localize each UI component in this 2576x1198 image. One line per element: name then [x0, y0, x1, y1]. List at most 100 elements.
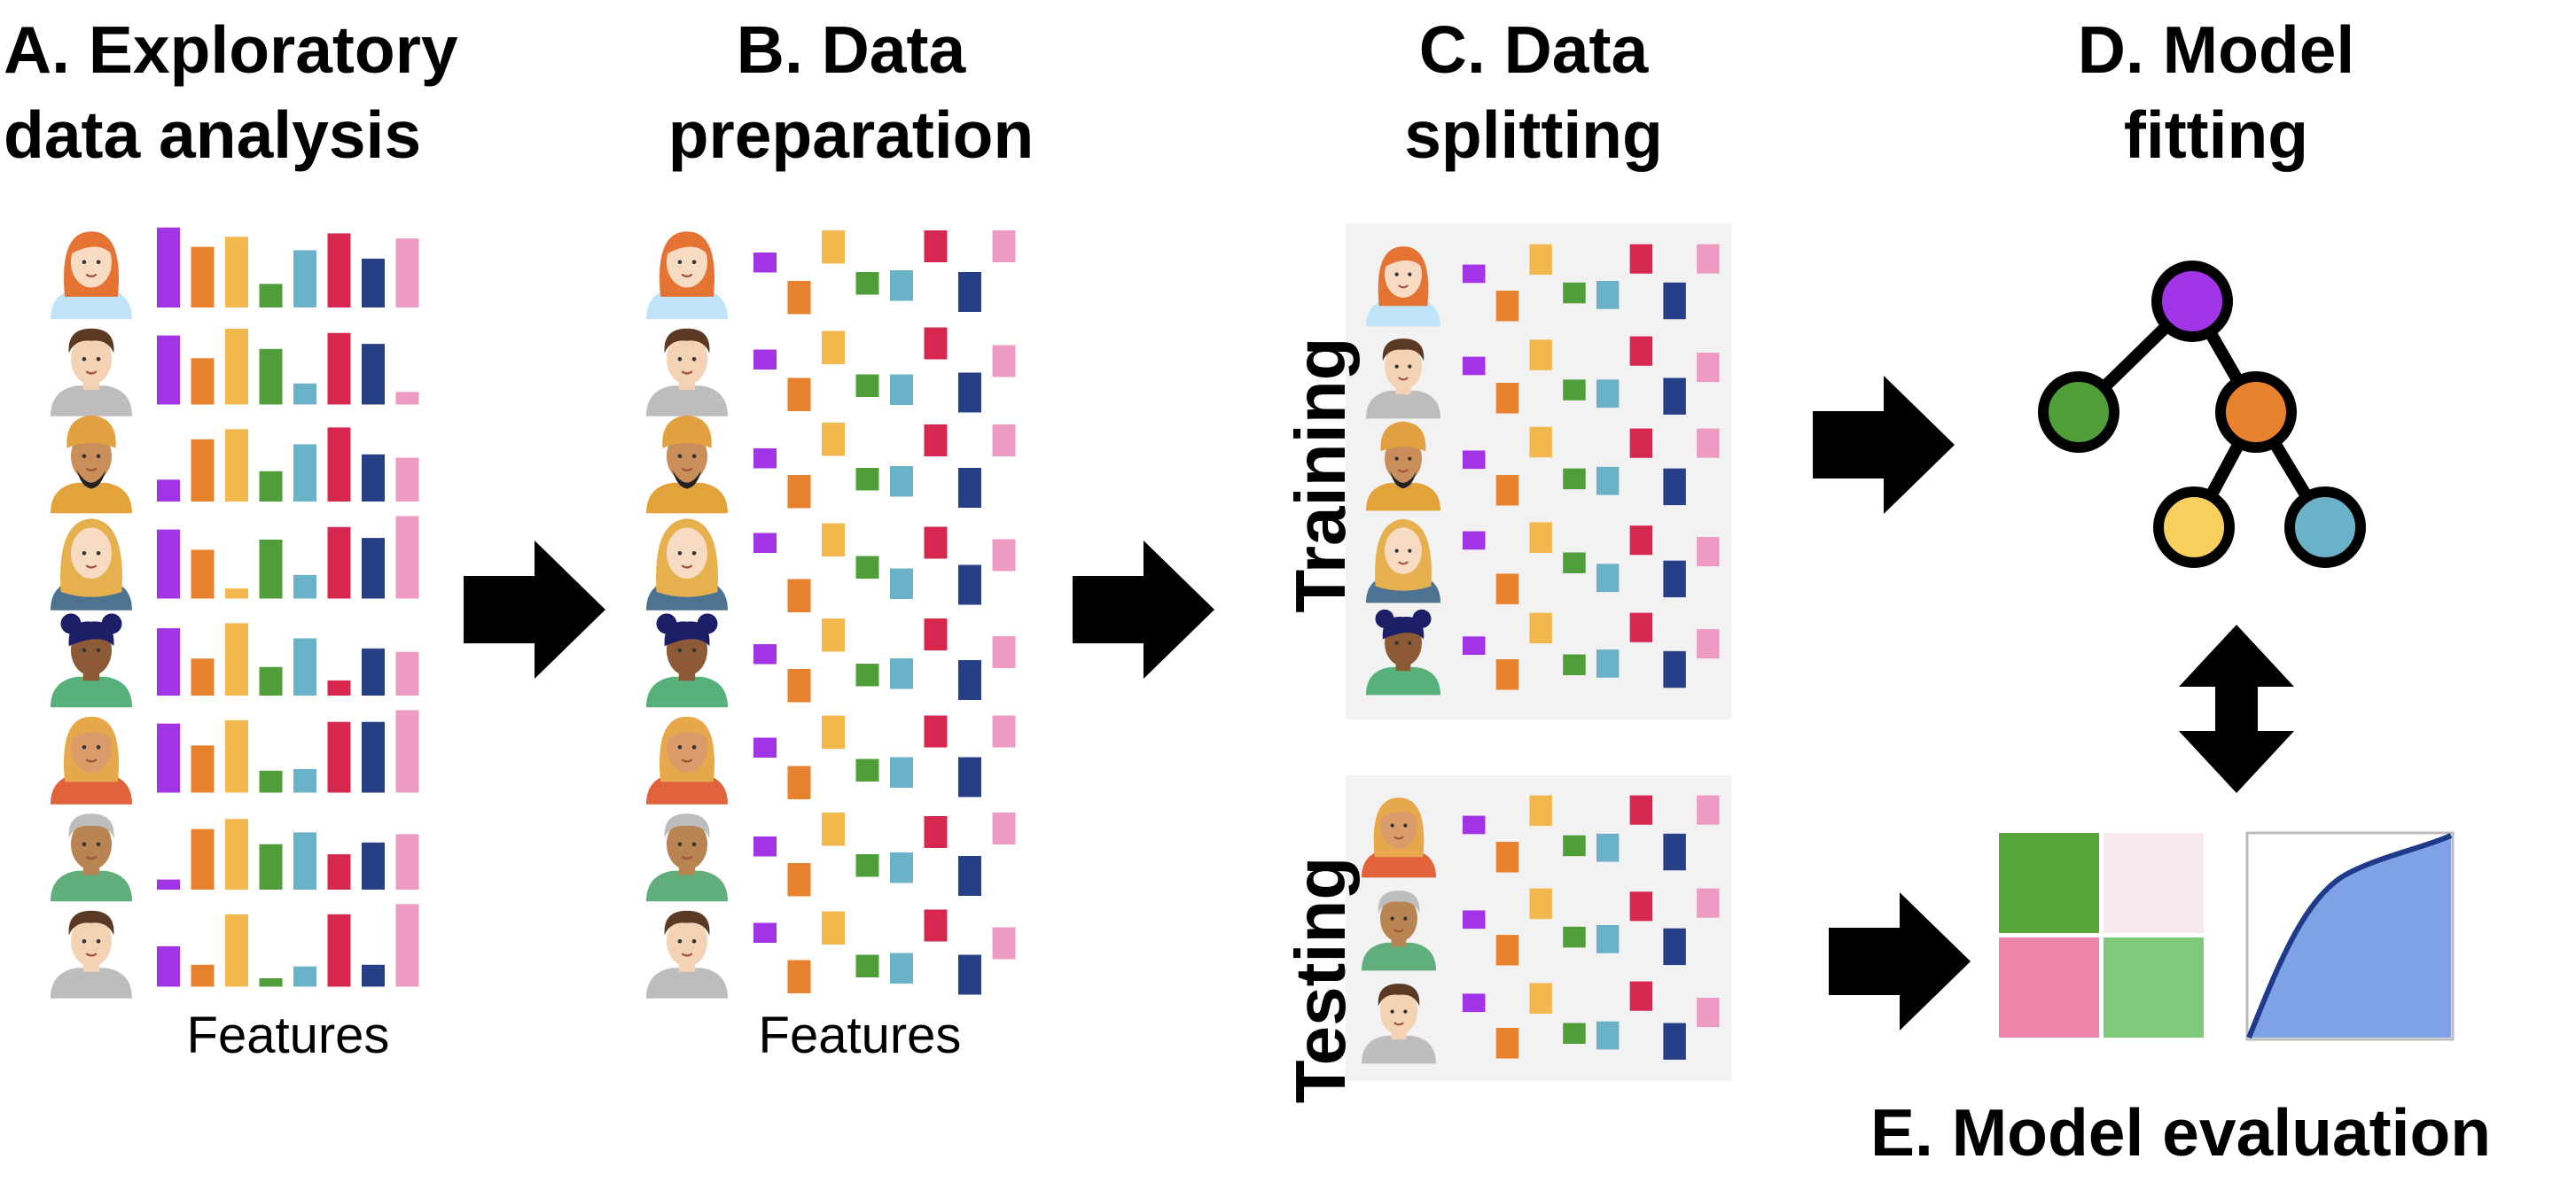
- person-avatar: [1366, 518, 1440, 603]
- feature-bar: [259, 540, 283, 599]
- feature-bar: [327, 427, 351, 502]
- feature-bar: [191, 439, 215, 502]
- confusion-cell-tp: [1999, 833, 2099, 933]
- feature-bar: [259, 471, 283, 502]
- feature-bar: [293, 574, 316, 599]
- feature-scaled-bar: [890, 374, 913, 405]
- roc-curve: [2246, 833, 2453, 1039]
- person-avatar: [646, 415, 728, 514]
- feature-scaled-bar: [1529, 522, 1552, 553]
- feature-bar: [327, 680, 351, 696]
- features-label-a: Features: [186, 1007, 390, 1064]
- feature-scaled-bar: [753, 448, 777, 469]
- feature-bar: [157, 628, 180, 696]
- feature-bar: [395, 516, 419, 599]
- feature-bar: [259, 978, 283, 987]
- feature-scaled-bar: [1663, 560, 1686, 598]
- feature-scaled-bar: [992, 345, 1016, 377]
- feature-scaled-bar: [924, 424, 948, 456]
- feature-scaled-bar: [1495, 291, 1519, 322]
- feature-scaled-bar: [1563, 835, 1586, 857]
- feature-scaled-bar: [1697, 888, 1720, 918]
- arrow-b-to-c: [1073, 541, 1214, 679]
- feature-scaled-bar: [1529, 795, 1552, 827]
- feature-scaled-bar: [992, 230, 1016, 262]
- roc-area: [2249, 836, 2451, 1038]
- feature-scaled-bar: [890, 466, 913, 497]
- feature-scaled-bar: [1529, 983, 1552, 1014]
- tree-leaf-right-node: [2284, 486, 2366, 568]
- feature-scaled-bar: [958, 954, 981, 995]
- feature-scaled-bar: [1463, 531, 1486, 550]
- tree-root-node: [2151, 261, 2233, 342]
- feature-scaled-bar: [787, 766, 811, 799]
- feature-bar: [225, 429, 248, 502]
- feature-scaled-bar: [822, 423, 845, 456]
- feature-bar: [362, 344, 385, 405]
- feature-scaled-bar: [1629, 612, 1653, 642]
- feature-scaled-bar: [1463, 636, 1486, 655]
- feature-bar: [191, 549, 215, 599]
- feature-scaled-bar: [1663, 377, 1686, 415]
- feature-scaled-bar: [855, 854, 879, 877]
- feature-scaled-bar: [855, 954, 879, 977]
- feature-bar: [191, 246, 215, 307]
- training-label: Training: [1281, 337, 1360, 613]
- person-avatar: [1366, 609, 1440, 696]
- feature-scaled-bar: [1596, 564, 1620, 593]
- feature-bar: [293, 444, 316, 502]
- feature-bar: [395, 392, 419, 405]
- feature-scaled-bar: [1563, 379, 1586, 401]
- feature-scaled-bar: [1563, 926, 1586, 948]
- feature-scaled-bar: [890, 270, 913, 301]
- person-avatar: [1366, 338, 1440, 419]
- feature-scaled-bar: [753, 644, 777, 665]
- feature-scaled-bar: [822, 813, 845, 846]
- feature-scaled-bar: [924, 909, 948, 942]
- feature-scaled-bar: [1495, 842, 1519, 873]
- feature-scaled-bar: [1629, 244, 1653, 274]
- feature-bar: [191, 658, 215, 696]
- person-avatar: [51, 415, 132, 514]
- feature-scaled-bar: [787, 579, 811, 612]
- feature-bar: [362, 721, 385, 793]
- feature-bar: [157, 335, 180, 405]
- feature-scaled-bar: [1596, 281, 1620, 309]
- feature-scaled-bar: [1629, 891, 1653, 922]
- feature-bar: [259, 348, 283, 405]
- step-d-title: D. Model fitting: [2077, 12, 2355, 172]
- feature-scaled-bar: [958, 372, 981, 413]
- feature-scaled-bar: [1596, 833, 1620, 862]
- feature-bar: [191, 828, 215, 890]
- feature-scaled-bar: [890, 852, 913, 883]
- feature-scaled-bar: [1529, 339, 1552, 370]
- feature-scaled-bar: [1495, 475, 1519, 506]
- feature-scaled-bar: [855, 664, 879, 687]
- feature-scaled-bar: [890, 953, 913, 984]
- feature-bar: [225, 819, 248, 890]
- feature-bar: [259, 770, 283, 793]
- feature-scaled-bar: [1463, 264, 1486, 284]
- feature-scaled-bar: [787, 863, 811, 897]
- person-avatar: [646, 813, 728, 902]
- feature-scaled-bar: [1663, 928, 1686, 966]
- feature-bar: [327, 854, 351, 890]
- person-avatar: [646, 716, 728, 805]
- feature-bar: [225, 329, 248, 405]
- feature-scaled-bar: [958, 272, 981, 312]
- step-c-title: C. Data splitting: [1404, 12, 1663, 172]
- feature-scaled-bar: [924, 715, 948, 748]
- person-avatar: [646, 231, 728, 320]
- feature-scaled-bar: [787, 475, 811, 509]
- feature-bar: [395, 457, 419, 502]
- feature-scaled-bar: [992, 813, 1016, 844]
- arrow-test-to-eval: [1829, 892, 1971, 1031]
- feature-scaled-bar: [855, 758, 879, 782]
- feature-scaled-bar: [1563, 654, 1586, 675]
- confusion-cell-fp: [2104, 833, 2204, 933]
- feature-bar: [327, 721, 351, 793]
- feature-bar: [293, 832, 316, 890]
- feature-bar: [327, 233, 351, 307]
- feature-bar: [225, 623, 248, 696]
- feature-scaled-bar: [1629, 428, 1653, 458]
